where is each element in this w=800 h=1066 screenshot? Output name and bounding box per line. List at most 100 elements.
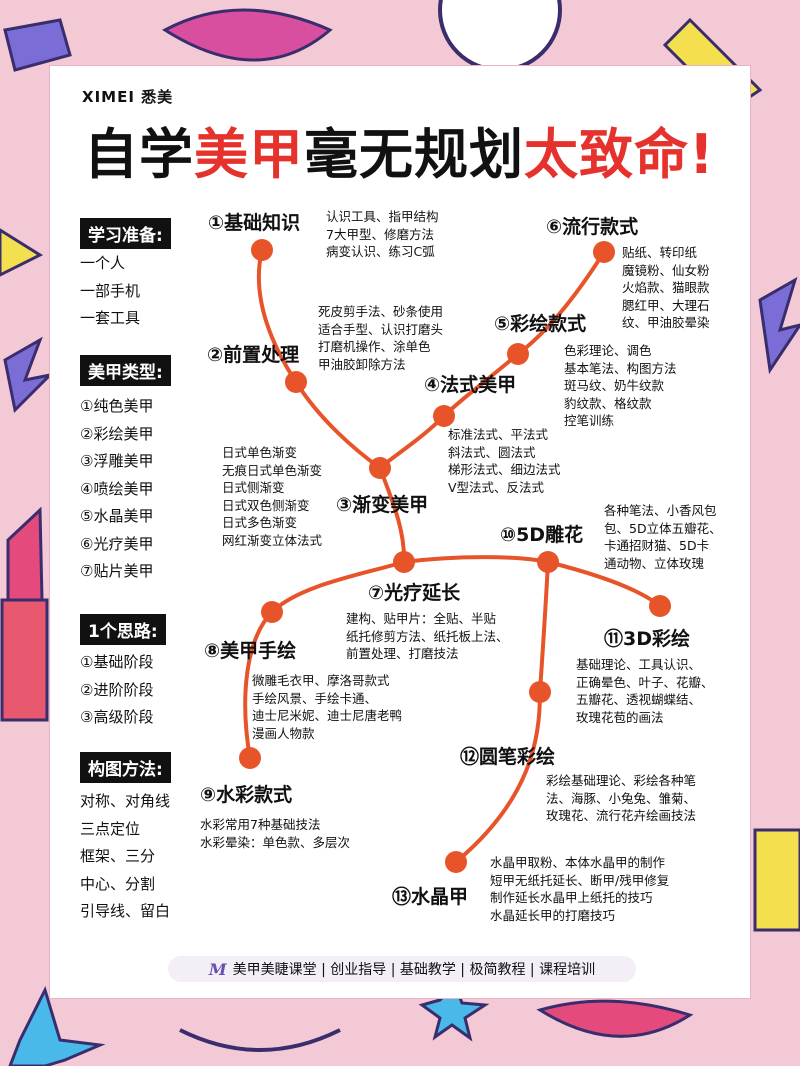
branch-line — [454, 560, 550, 864]
footer-bar: M 美甲美睫课堂 | 创业指导 | 基础教学 | 极简教程 | 课程培训 — [168, 956, 636, 982]
list-item: ④喷绘美甲 — [80, 479, 154, 498]
desc-line: 正确晕色、叶子、花瓣、 — [576, 674, 714, 690]
node-dot — [529, 681, 551, 703]
footer-logo-icon: M — [208, 959, 227, 979]
node-title-trendy: ⑥流行款式 — [546, 216, 639, 238]
lipstick-top-decoration — [6, 506, 44, 602]
node-title-3d: ⑪3D彩绘 — [604, 628, 690, 650]
node-title-gel: ⑦光疗延长 — [368, 582, 461, 604]
desc-line: 日式双色侧渐变 — [222, 497, 310, 513]
node-title-roundbrush: ⑫圆笔彩绘 — [460, 746, 556, 768]
footer-text: 美甲美睫课堂 | 创业指导 | 基础教学 | 极简教程 | 课程培训 — [232, 962, 596, 978]
desc-line: 水彩常用7种基础技法 — [200, 817, 321, 832]
list-item: 中心、分割 — [80, 874, 156, 893]
desc-line: 纸托修剪方法、纸托板上法、 — [346, 628, 509, 644]
list-item: 三点定位 — [80, 819, 141, 838]
node-title-painted: ⑤彩绘款式 — [494, 313, 587, 335]
desc-line: 适合手型、认识打磨头 — [318, 321, 444, 337]
node-dot — [369, 457, 391, 479]
desc-line: 玫瑰花、流行花卉绘画技法 — [546, 808, 697, 823]
desc-line: 7大甲型、修磨方法 — [326, 226, 434, 242]
desc-line: 短甲无纸托延长、断甲/残甲修复 — [490, 872, 670, 888]
desc-line: 日式单色渐变 — [222, 445, 298, 460]
desc-line: 通动物、立体玫瑰 — [604, 555, 705, 571]
desc-line: 控笔训练 — [564, 413, 615, 428]
list-item: 一个人 — [80, 254, 126, 272]
section-header-types: 美甲类型: — [80, 355, 171, 386]
desc-line: 死皮剪手法、砂条使用 — [318, 304, 444, 319]
node-desc-gradient: 日式单色渐变 无痕日式单色渐变 日式侧渐变 日式双色侧渐变 日式多色渐变 网红渐… — [222, 444, 322, 549]
desc-line: 漫画人物款 — [252, 725, 315, 741]
desc-line: 微雕毛衣甲、摩洛哥款式 — [252, 673, 390, 688]
node-desc-painted: 色彩理论、调色 基本笔法、构图方法 斑马纹、奶牛纹款 豹纹款、格纹款 控笔训练 — [564, 342, 677, 430]
node-title-basics: ①基础知识 — [208, 212, 301, 234]
desc-line: 玫瑰花苞的画法 — [576, 709, 664, 725]
desc-line: 网红渐变立体法式 — [222, 532, 323, 548]
node-desc-3d: 基础理论、工具认识、 正确晕色、叶子、花瓣、 五瓣花、透视蝴蝶结、 玫瑰花苞的画… — [576, 656, 714, 726]
preparation-list: 一个人 一部手机 一套工具 — [80, 250, 140, 333]
node-title-gradient: ③渐变美甲 — [336, 494, 429, 516]
list-item: 对称、对角线 — [80, 792, 171, 810]
desc-line: 斜法式、圆法式 — [448, 444, 536, 460]
bolt-decoration-left — [3, 336, 55, 414]
list-item: ①纯色美甲 — [80, 397, 154, 415]
desc-line: 水彩晕染：单色款、多层次 — [200, 834, 351, 850]
node-desc-5d: 各种笔法、小香风包 包、5D立体五瓣花、 卡通招财猫、5D卡 通动物、立体玫瑰 — [604, 502, 722, 572]
node-desc-gel: 建构、贴甲片：全贴、半贴 纸托修剪方法、纸托板上法、 前置处理、打磨技法 — [346, 610, 509, 663]
desc-line: 迪士尼米妮、迪士尼唐老鸭 — [252, 708, 403, 723]
bolt-decoration-right — [758, 276, 800, 375]
desc-line: 前置处理、打磨技法 — [346, 646, 459, 661]
node-dot — [507, 343, 529, 365]
desc-line: V型法式、反法式 — [448, 479, 545, 495]
section-header-composition: 构图方法: — [80, 752, 171, 783]
desc-line: 魔镜粉、仙女粉 — [622, 262, 710, 278]
desc-line: 基础理论、工具认识、 — [576, 657, 702, 672]
desc-line: 包、5D立体五瓣花、 — [604, 520, 722, 536]
desc-line: 打磨机操作、涂单色 — [318, 339, 431, 354]
title-part-2: 美甲 — [194, 123, 304, 186]
node-dot — [261, 601, 283, 623]
node-desc-basics: 认识工具、指甲结构 7大甲型、修磨方法 病变认识、练习C弧 — [326, 208, 439, 261]
lips-decoration-bottom — [536, 999, 694, 1038]
list-item: ③浮雕美甲 — [80, 452, 154, 470]
list-item: ①基础阶段 — [80, 653, 154, 671]
list-item: 一部手机 — [80, 281, 141, 300]
branch-line — [402, 555, 550, 564]
desc-line: 水晶甲取粉、本体水晶甲的制作 — [490, 855, 666, 870]
node-desc-roundbrush: 彩绘基础理论、彩绘各种笔 法、海豚、小兔兔、雏菊、 玫瑰花、流行花卉绘画技法 — [546, 772, 696, 825]
node-title-prep: ②前置处理 — [207, 344, 300, 366]
desc-line: 认识工具、指甲结构 — [326, 209, 439, 224]
desc-line: 病变认识、练习C弧 — [326, 244, 435, 259]
node-dot — [593, 241, 615, 263]
list-item: 一套工具 — [80, 309, 141, 327]
node-dot — [251, 239, 273, 261]
node-dot — [537, 551, 559, 573]
desc-line: 建构、贴甲片：全贴、半贴 — [346, 611, 497, 626]
desc-line: 无痕日式单色渐变 — [222, 462, 323, 478]
desc-line: 豹纹款、格纹款 — [564, 395, 652, 411]
list-item: 框架、三分 — [80, 847, 156, 865]
triangle-decoration-left — [0, 228, 44, 277]
desc-line: 斑马纹、奶牛纹款 — [564, 378, 665, 393]
title-part-4: 太致命! — [524, 123, 715, 186]
desc-line: 彩绘基础理论、彩绘各种笔 — [546, 773, 697, 788]
page-title: 自学美甲毫无规划太致命! — [84, 110, 715, 189]
brush-decoration-left — [3, 18, 72, 72]
desc-line: 腮红甲、大理石 — [622, 297, 710, 313]
desc-line: 卡通招财猫、5D卡 — [604, 538, 710, 553]
list-item: ③高级阶段 — [80, 708, 154, 726]
list-item: ⑦贴片美甲 — [80, 562, 154, 580]
desc-line: 日式侧渐变 — [222, 480, 285, 495]
list-item: ⑤水晶美甲 — [80, 507, 154, 525]
branch-line — [378, 250, 606, 470]
node-desc-watercolor: 水彩常用7种基础技法 水彩晕染：单色款、多层次 — [200, 816, 350, 851]
node-title-watercolor: ⑨水彩款式 — [200, 784, 293, 806]
bottle-decoration — [753, 828, 800, 932]
node-dot — [433, 405, 455, 427]
lashes-decoration — [179, 1028, 341, 1052]
types-list: ①纯色美甲 ②彩绘美甲 ③浮雕美甲 ④喷绘美甲 ⑤水晶美甲 ⑥光疗美甲 ⑦贴片美… — [80, 393, 153, 586]
node-dot — [393, 551, 415, 573]
desc-line: 五瓣花、透视蝴蝶结、 — [576, 692, 702, 707]
node-dot — [649, 595, 671, 617]
